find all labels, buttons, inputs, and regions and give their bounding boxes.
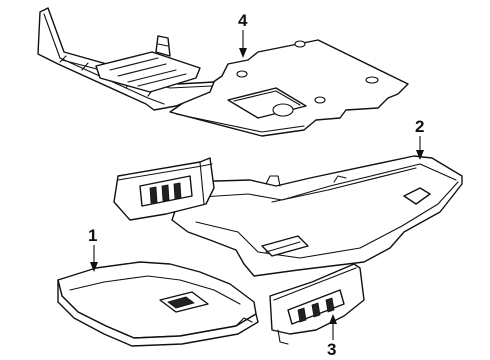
callout-2: 2 [415,117,424,160]
callout-label-2: 2 [415,117,424,136]
callout-3: 3 [327,314,337,359]
callout-label-1: 1 [88,226,97,245]
callout-1: 1 [88,226,98,272]
part-2-lower-shield [171,155,463,277]
rail-bracket [37,7,215,111]
left-air-duct [113,157,215,221]
callout-label-4: 4 [238,11,248,30]
part-4-splash-shield [169,39,409,137]
right-air-duct [269,263,365,345]
callout-label-3: 3 [327,340,336,359]
callout-4: 4 [238,11,248,58]
part-1-front-deflector [57,261,259,347]
